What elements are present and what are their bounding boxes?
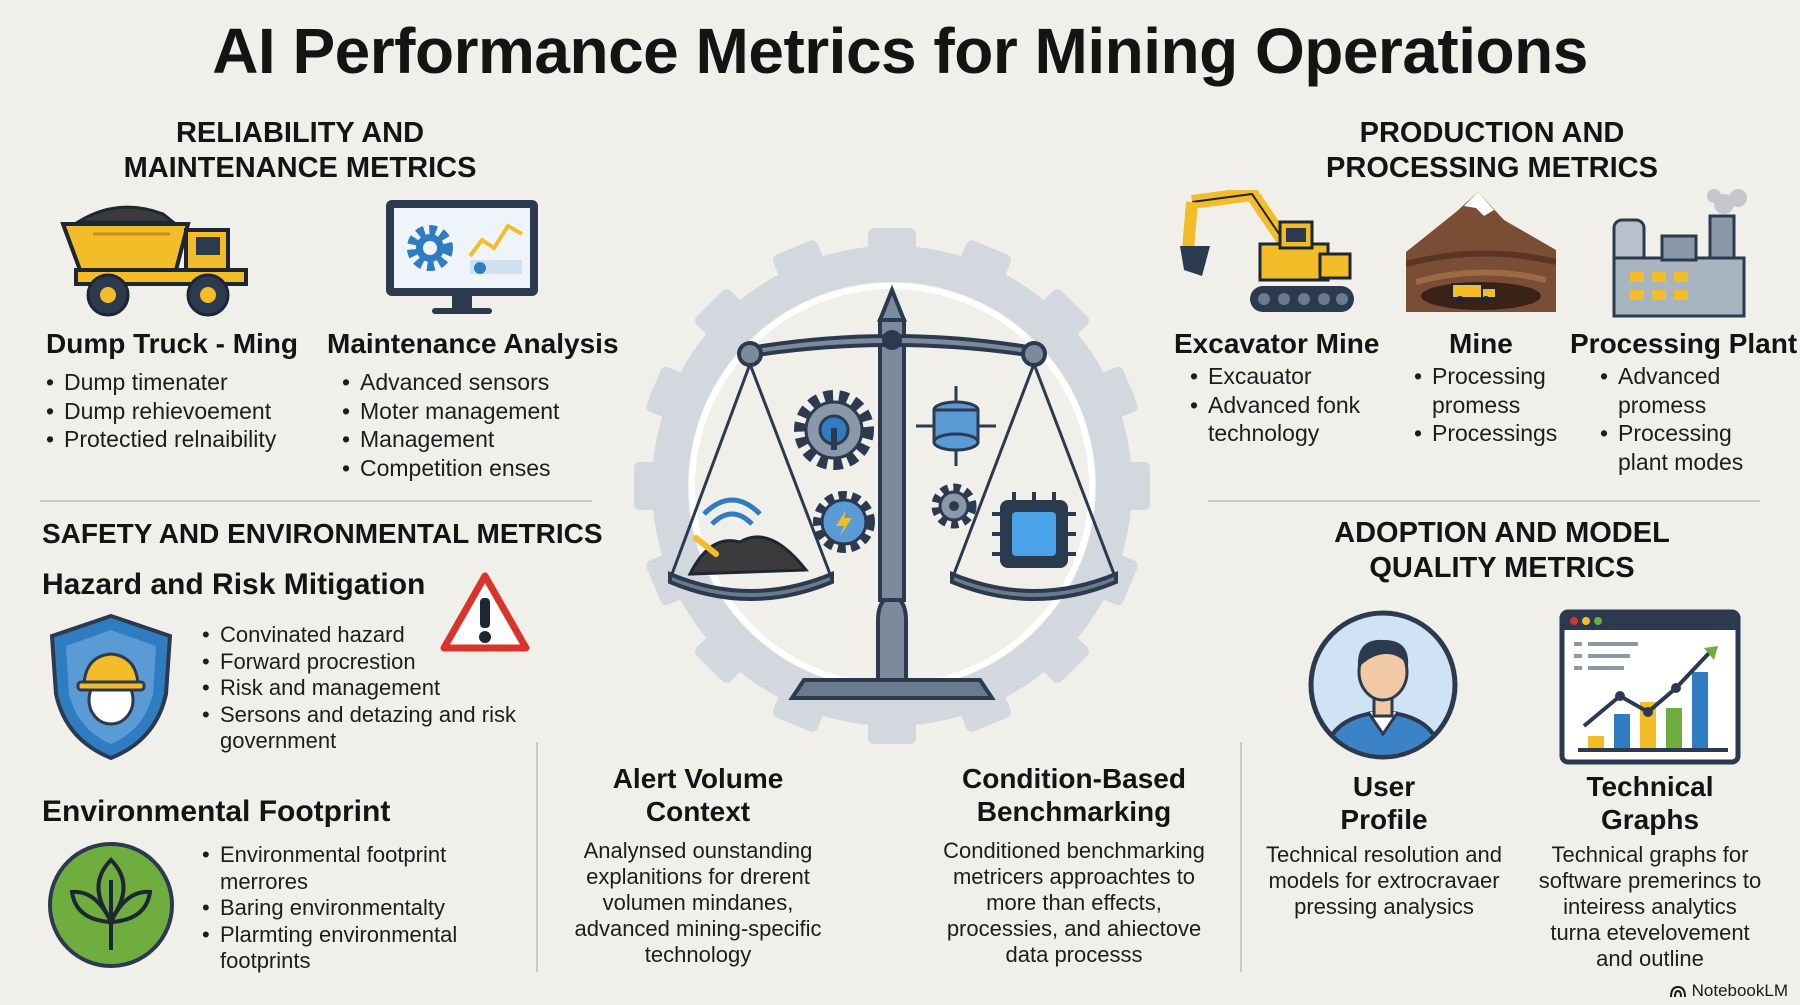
brand-label: NotebookLM [1691,981,1788,1000]
brand-badge: NotebookLM [1669,981,1788,1001]
list-item: Processing plant modes [1598,419,1768,476]
list-item: Advanced fonk technology [1188,391,1388,448]
production-heading: PRODUCTION AND PROCESSING METRICS [1326,117,1658,184]
adoption-heading: ADOPTION AND MODEL QUALITY METRICS [1334,517,1670,584]
list-item: Environmental footprint merrores [200,842,520,895]
technical-graphs-text: Technical graphs for software premerincs… [1538,842,1762,971]
reliability-heading: RELIABILITY AND MAINTENANCE METRICS [123,117,477,184]
excavator-icon [1180,190,1354,312]
dump-truck-icon [60,205,248,317]
dump-truck-title: Dump Truck - Ming [46,328,298,359]
excavator-bullets: Excauator Advanced fonk technology [1188,362,1388,448]
environment-bullets: Environmental footprint merrores Baring … [200,842,520,975]
mine-title: Mine [1449,328,1513,359]
balance-scale-gear-icon [634,228,1150,744]
excavator-title: Excavator Mine [1174,328,1380,359]
list-item: Dump rehievoement [44,397,334,426]
list-item: Risk and management [200,675,520,702]
dump-truck-bullets: Dump timenater Dump rehievoement Protect… [44,368,334,454]
alert-volume-text: Analynsed ounstanding explanitions for d… [574,838,822,967]
list-item: Plarmting environmental footprints [200,922,520,975]
user-profile-text: Technical resolution and models for extr… [1265,842,1503,919]
condition-benchmarking-text: Conditioned benchmarking metricers appro… [943,838,1205,967]
safety-heading: SAFETY AND ENVIRONMENTAL METRICS [42,518,603,549]
maintenance-bullets: Advanced sensors Moter management Manage… [340,368,600,482]
divider [1208,500,1760,502]
maintenance-title: Maintenance Analysis [327,328,619,359]
list-item: Protectied relnaibility [44,425,334,454]
mine-bullets: Processing promess Processings [1412,362,1572,448]
page-title: AI Performance Metrics for Mining Operat… [212,15,1588,87]
list-item: Processing promess [1412,362,1572,419]
monitor-gear-chart-icon [386,200,538,314]
list-item: Advanced sensors [340,368,600,397]
divider [1240,742,1242,972]
notebooklm-logo-icon [1669,985,1686,998]
list-item: Competition enses [340,454,600,483]
leaf-icon [48,842,174,968]
user-avatar-icon [1308,610,1458,760]
list-item: Advanced promess [1598,362,1768,419]
hazard-title: Hazard and Risk Mitigation [42,568,426,601]
list-item: Baring environmentalty [200,895,520,922]
processing-plant-bullets: Advanced promess Processing plant modes [1598,362,1768,476]
list-item: Forward procrestion [200,649,520,676]
list-item: Moter management [340,397,600,426]
processing-plant-icon [1612,189,1747,318]
list-item: Processings [1412,419,1572,448]
list-item: Dump timenater [44,368,334,397]
hazard-bullets: Convinated hazard Forward procrestion Ri… [200,622,520,755]
environment-title: Environmental Footprint [42,795,391,828]
condition-benchmarking-title: Condition-Based Benchmarking [962,763,1186,827]
list-item: Convinated hazard [200,622,520,649]
list-item: Excauator [1188,362,1388,391]
list-item: Management [340,425,600,454]
alert-volume-title: Alert Volume Context [612,763,784,827]
processing-plant-title: Processing Plant [1570,328,1798,359]
open-pit-mine-icon [1406,192,1556,312]
bar-chart-trend-icon [1559,609,1741,765]
technical-graphs-title: Technical Graphs [1586,771,1714,835]
divider [40,500,592,502]
shield-hardhat-icon [49,613,173,761]
divider [536,742,538,972]
list-item: Sersons and detazing and risk government [200,702,520,755]
user-profile-title: User Profile [1340,771,1428,835]
